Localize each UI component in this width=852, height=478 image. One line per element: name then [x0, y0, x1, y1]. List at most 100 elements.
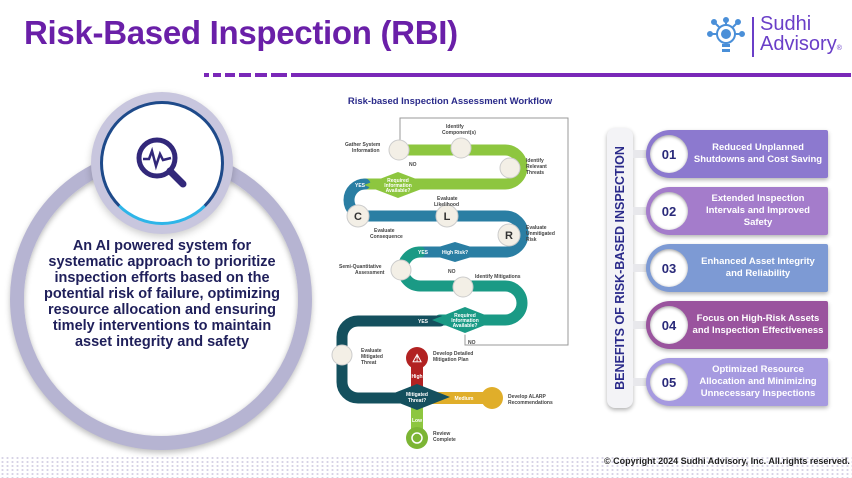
req2-l2: Information — [451, 318, 479, 324]
benefit-label: Extended Inspection Intervals and Improv… — [705, 193, 810, 228]
alarp-l1: Develop ALARP — [508, 394, 547, 400]
gather-l1: Gather System — [345, 142, 381, 148]
req2-l3: Available? — [453, 323, 478, 329]
blue-track — [343, 178, 529, 258]
consequence-l1: Evaluate — [374, 228, 395, 234]
evalmit-l1: Evaluate — [361, 348, 382, 354]
target-icon — [411, 432, 423, 444]
l-letter: L — [444, 211, 451, 223]
gather-node — [388, 139, 410, 161]
required-info-diamond-2 — [432, 307, 498, 333]
gather-l2: Information — [352, 148, 380, 154]
description-text: An AI powered system for systematic appr… — [43, 238, 281, 350]
threats-l2: Relevant — [526, 164, 547, 170]
no-1: NO — [409, 162, 417, 168]
consequence-l2: Consequence — [370, 234, 403, 240]
mitq-l1: Mitigated — [406, 392, 428, 398]
high-label: High — [411, 374, 422, 380]
benefit-connector — [633, 321, 649, 329]
r-node — [497, 223, 521, 247]
benefit-number: 04 — [650, 306, 688, 344]
likelihood-l1: Evaluate — [437, 196, 458, 202]
likelihood-l2: Likelihood — [434, 202, 459, 208]
benefit-label: Reduced Unplanned Shutdowns and Cost Sav… — [693, 142, 823, 165]
no-2: NO — [448, 269, 456, 275]
component-node — [450, 137, 472, 159]
mitq-l2: Threat? — [408, 398, 426, 404]
title-divider — [204, 73, 852, 77]
req1-l2: Information — [384, 183, 412, 189]
green-track — [359, 144, 528, 190]
benefit-label: Focus on High-Risk Assets and Inspection… — [692, 313, 824, 336]
low-label: Low — [412, 418, 422, 424]
benefit-number: 02 — [650, 192, 688, 230]
benefit-connector — [633, 150, 649, 158]
semi-l1: Semi-Quantitative — [339, 264, 382, 270]
copyright: © Copyright 2024 Sudhi Advisory, Inc. Al… — [604, 456, 850, 466]
benefit-connector — [633, 378, 649, 386]
unmit-l2: Unmitigated — [526, 231, 555, 237]
warning-icon: ⚠ — [412, 353, 422, 365]
alarm-node — [481, 387, 503, 409]
r-letter: R — [505, 230, 513, 242]
c-node — [346, 204, 370, 228]
unmit-l1: Evaluate — [526, 225, 547, 231]
benefit-connector — [633, 207, 649, 215]
req1-l3: Available? — [386, 188, 411, 194]
document-node — [331, 344, 353, 366]
benefits-heading: BENEFITS OF RISK-BASED INSPECTION — [613, 146, 627, 390]
benefits-heading-box — [607, 128, 633, 408]
logo-line2: Advisory — [760, 33, 837, 55]
benefit-label: Enhanced Asset Integrity and Reliability — [701, 256, 815, 279]
threats-node — [499, 157, 521, 179]
c-letter: C — [354, 211, 362, 223]
medium-label: Medium — [455, 396, 474, 402]
benefit-card: 02 Extended Inspection Intervals and Impr… — [646, 187, 828, 235]
workflow-title: Risk-based Inspection Assessment Workflo… — [347, 96, 553, 107]
logo-registered: ® — [836, 45, 842, 52]
no-3: NO — [468, 340, 476, 346]
target-node — [406, 427, 428, 449]
high-risk-label: High Risk? — [442, 250, 468, 256]
high-risk-diamond — [422, 242, 488, 262]
comp-l2: Component(s) — [442, 130, 476, 136]
benefit-card: 05 Optimized Resource Allocation and Mini… — [646, 358, 828, 406]
icon-ring — [100, 101, 224, 225]
comp-l1: Identify — [446, 124, 464, 130]
gear-node — [390, 259, 412, 281]
threats-l1: Identify — [526, 158, 544, 164]
plan-l2: Mitigation Plan — [433, 357, 469, 363]
yes-3: YES — [418, 319, 429, 325]
review-l1: Review — [433, 431, 450, 437]
review-l2: Complete — [433, 437, 456, 443]
yes-1: YES — [355, 183, 366, 189]
warning-node — [406, 347, 428, 369]
magnifier-node — [452, 276, 474, 298]
evalmit-l3: Threat — [361, 360, 377, 366]
mitigated-threat-diamond — [384, 384, 450, 410]
benefit-number: 01 — [650, 135, 688, 173]
req1-l1: Required — [387, 178, 409, 184]
logo-line1: Sudhi — [760, 13, 812, 35]
loop-line — [399, 117, 569, 346]
page-title: Risk-Based Inspection (RBI) — [24, 14, 458, 51]
benefit-connector — [633, 264, 649, 272]
required-info-diamond-1 — [364, 172, 432, 198]
benefit-number: 05 — [650, 363, 688, 401]
evalmit-l2: Mitigated — [361, 354, 383, 360]
benefit-number: 03 — [650, 249, 688, 287]
magnifier-pulse-icon — [136, 137, 187, 188]
lightbulb-network-icon — [707, 16, 745, 52]
l-node — [435, 204, 459, 228]
unmit-l3: Risk — [526, 237, 537, 243]
benefit-card: 03 Enhanced Asset Integrity and Reliabili… — [646, 244, 828, 292]
benefit-label: Optimized Resource Allocation and Minimi… — [699, 364, 817, 399]
plan-l1: Develop Detailed — [433, 351, 473, 357]
alarp-l2: Recommendations — [508, 400, 553, 406]
mitigations-label: Identify Mitigations — [475, 274, 521, 280]
req2-l1: Required — [454, 313, 476, 319]
